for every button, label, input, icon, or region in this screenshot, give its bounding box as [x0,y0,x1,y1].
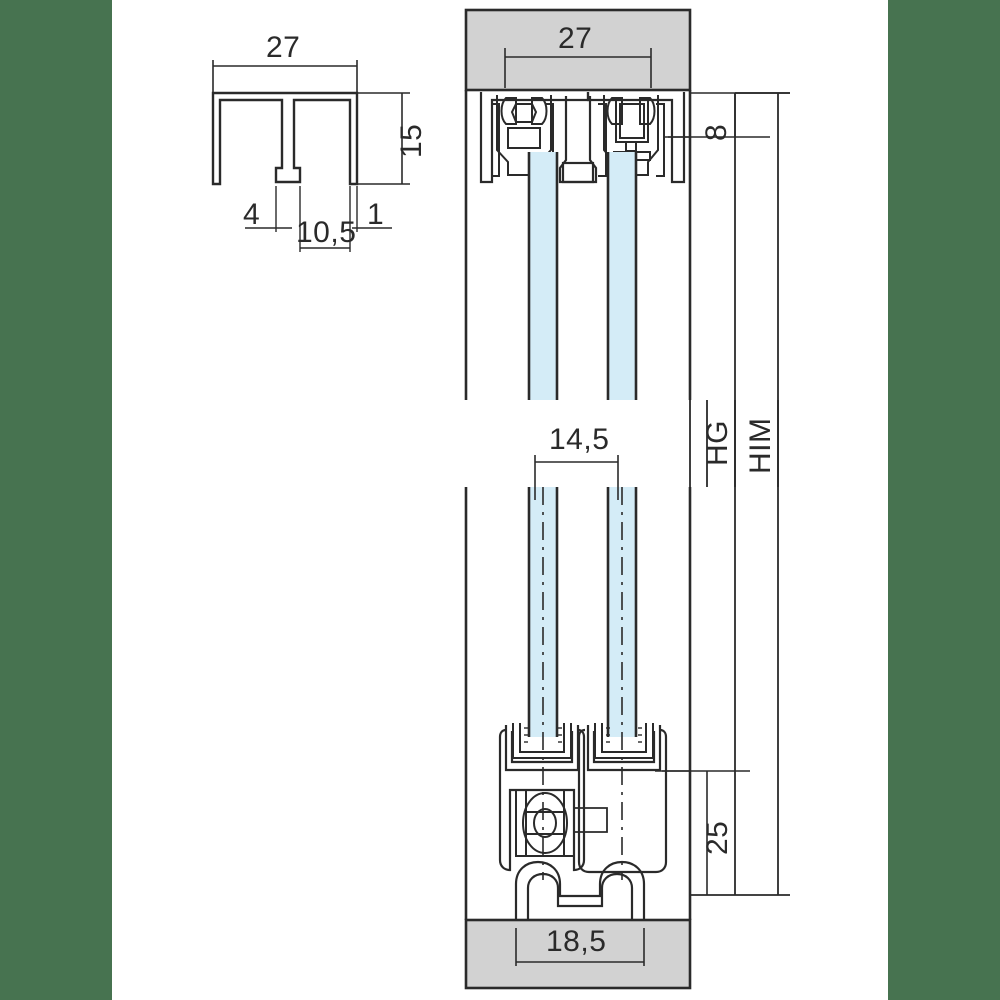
bottom-rail-assembly [498,723,668,920]
dim-label-hg: HG [701,420,734,466]
dim-185-section [515,928,645,966]
dim-27-section [504,48,652,88]
top-track-assembly [479,92,686,184]
profile-detail-group [211,60,410,252]
top-structure-block [464,8,692,92]
dim-label-him: HIM [744,417,777,475]
dim-label-25: 25 [701,820,734,855]
dim-label-15-profile: 15 [395,123,428,158]
glass-panels-lower [527,487,638,880]
bottom-structure-block [464,918,692,990]
right-green-band [888,0,1000,1000]
profile-witness-lines [275,186,358,252]
dim-label-105-profile: 10,5 [296,216,357,249]
profile-outline [211,91,359,186]
dim-label-27-profile: 27 [266,31,301,64]
left-green-band [0,0,112,1000]
section-frame-edges [464,90,692,920]
dim-label-1-profile: 1 [367,198,385,231]
dim-15-profile [357,92,410,185]
dim-label-8: 8 [700,123,733,141]
dim-label-145: 14,5 [549,423,610,456]
dim-145 [534,455,619,500]
dim-label-185: 18,5 [546,925,607,958]
dim-label-4-profile: 4 [243,198,261,231]
break-gap-lines [689,400,779,487]
dim-him [690,92,790,896]
glass-panels-upper [527,152,638,400]
dim-label-27-section: 27 [558,22,593,55]
